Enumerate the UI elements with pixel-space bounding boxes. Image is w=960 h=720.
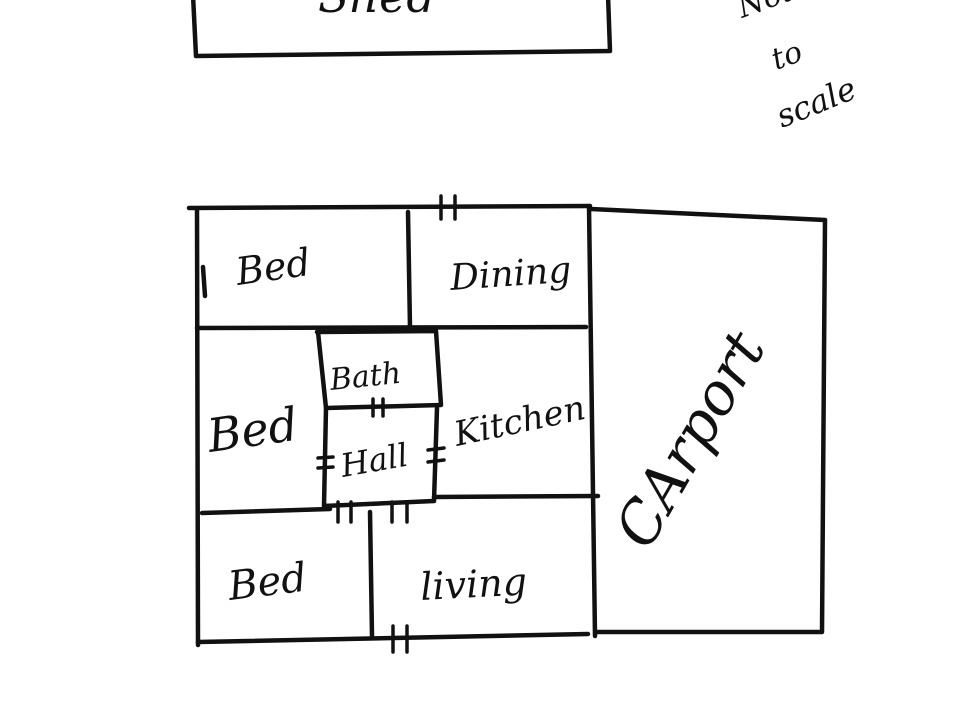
room-label-living: living — [419, 559, 528, 609]
door-bath-hall — [371, 397, 385, 418]
room-labels: Bed Dining Bed Bath Hall Kitchen Bed liv… — [203, 240, 779, 610]
door-top-dining — [439, 194, 457, 221]
scale-note: Not to scale — [732, 0, 862, 135]
shed: Shed — [190, 0, 613, 59]
wall-bath — [314, 328, 444, 411]
wall-house-right — [586, 204, 598, 639]
wall-row3-top-right — [431, 493, 601, 500]
door-ticks — [316, 194, 457, 654]
wall-left — [194, 207, 201, 648]
wall-row1-bottom — [194, 324, 589, 331]
room-label-bath: Bath — [327, 356, 403, 398]
wall-bed-living — [367, 509, 375, 639]
carport — [588, 206, 828, 635]
note-line-3: scale — [771, 69, 862, 135]
wall-top — [186, 203, 593, 211]
door-hall-living — [390, 500, 409, 524]
wall-row3-top-left — [199, 506, 333, 516]
wall-bed-dining — [405, 209, 413, 331]
door-hall-kitchen — [426, 446, 446, 464]
note-line-1: Not — [732, 0, 799, 26]
shed-label: Shed — [318, 0, 436, 23]
room-label-kitchen: Kitchen — [450, 388, 589, 455]
note-line-2: to — [767, 34, 807, 77]
room-label-carport: CArport — [601, 319, 779, 559]
room-label-bed-1: Bed — [232, 240, 313, 294]
door-hall-bed3 — [336, 500, 353, 524]
door-hall-bed — [316, 455, 335, 470]
room-label-hall: Hall — [337, 436, 411, 485]
door-front-living — [391, 624, 409, 654]
house-walls — [186, 203, 601, 648]
room-label-bed-3: Bed — [225, 555, 310, 610]
carport-outline — [588, 206, 828, 635]
room-label-bed-2: Bed — [203, 397, 301, 463]
room-label-dining: Dining — [448, 250, 573, 299]
door-mark-left — [200, 264, 208, 299]
shed-outline — [190, 0, 613, 59]
